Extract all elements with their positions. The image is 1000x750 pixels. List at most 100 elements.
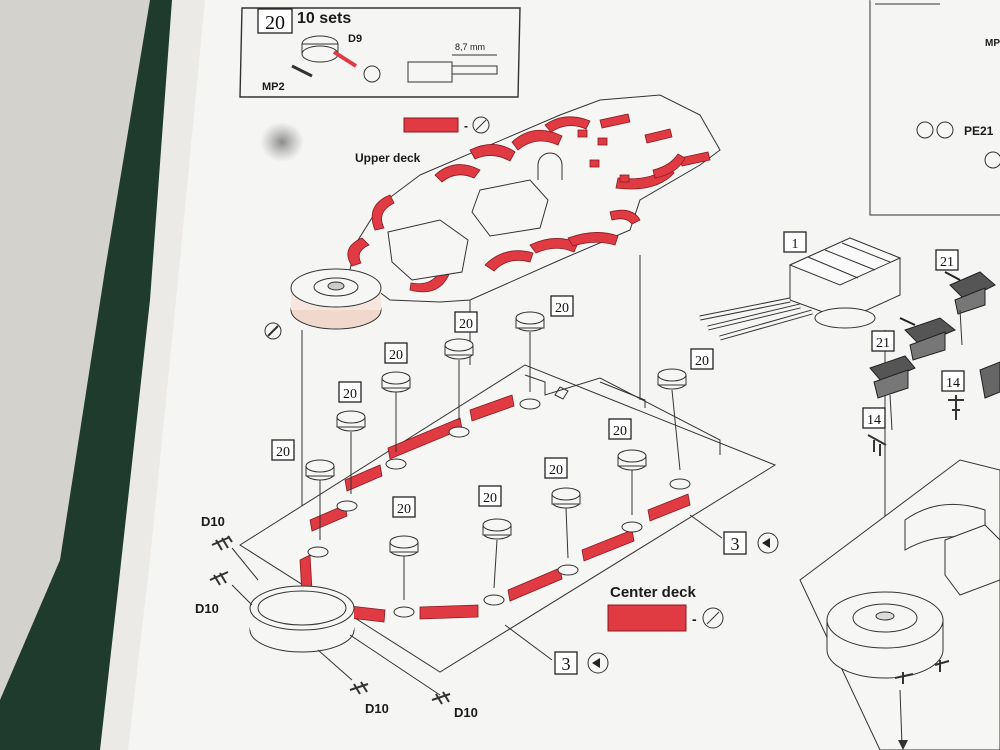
circle-icon-c: [984, 151, 1000, 169]
callout-box: [392, 496, 416, 518]
red-segment: [599, 113, 631, 129]
center-deck-plate: [239, 364, 777, 673]
gun-mount: [515, 311, 545, 410]
red-segment: [577, 129, 588, 138]
upper-deck-label: Upper deck: [355, 151, 421, 165]
red-rail: [647, 493, 691, 522]
right-panel-border: [869, 0, 1000, 216]
right-pe-label: PE21: [964, 124, 994, 138]
callout-box: [271, 439, 295, 461]
callout-box: [544, 457, 568, 479]
red-segment: [529, 238, 579, 254]
mp2-pin: [291, 64, 313, 78]
gun-mount: [305, 459, 335, 558]
red-rail: [419, 604, 479, 620]
glue-legend-swatch: [403, 117, 459, 133]
red-segment: [567, 232, 619, 247]
measure-label: 8,7 mm: [455, 42, 485, 52]
callout-21: 21: [876, 336, 890, 351]
callout-20: 20: [613, 424, 627, 439]
callout-box: [454, 311, 478, 333]
gun-mount: [617, 449, 647, 533]
d10-part: [431, 691, 451, 705]
circle-icon-b: [936, 121, 954, 139]
callout-3: 3: [731, 534, 740, 554]
callout-box: [871, 330, 895, 352]
gun-mounts: [305, 311, 691, 618]
callout-box: [862, 407, 886, 429]
d10-label: D10: [365, 701, 389, 716]
red-segment: [511, 129, 563, 151]
gun-mount: [657, 368, 691, 490]
mp2-label: MP2: [262, 81, 285, 93]
callout-20: 20: [276, 445, 290, 460]
callout-3: 3: [562, 654, 571, 674]
d10-part: [209, 571, 229, 586]
red-segment: [619, 174, 630, 183]
aa-gun: [899, 317, 956, 361]
small-gun-part: [948, 395, 964, 420]
aa-gun: [979, 361, 1000, 399]
callout-14: 14: [867, 413, 881, 428]
right-mp-label: MP: [985, 38, 1000, 49]
d9-red-rod: [332, 50, 358, 68]
callout-20: 20: [343, 387, 357, 402]
cut-piece: [407, 61, 453, 83]
gun-mount: [444, 338, 474, 438]
red-rail: [469, 394, 515, 422]
red-segment: [589, 159, 600, 168]
red-rail: [507, 567, 563, 602]
d10-part: [211, 535, 233, 551]
aa-gun: [944, 271, 996, 315]
red-rail: [309, 504, 348, 532]
red-segment: [609, 209, 641, 225]
aa-gun: [869, 355, 916, 399]
gun-mount: [482, 518, 512, 606]
callout-20: 20: [695, 354, 709, 369]
step-number-box: [257, 8, 293, 34]
callout-14: 14: [946, 376, 960, 391]
callout-20: 20: [459, 317, 473, 332]
circle-icon-a: [916, 121, 934, 139]
red-segment: [597, 137, 608, 146]
gun-mount: [336, 410, 366, 512]
d10-label: D10: [201, 514, 225, 529]
callout-20: 20: [549, 463, 563, 478]
callout-20: 20: [483, 491, 497, 506]
callout-20: 20: [397, 502, 411, 517]
callout-box: [338, 381, 362, 403]
glue-legend-dash: -: [464, 119, 468, 133]
center-deck-label: Center deck: [610, 584, 697, 601]
gun-mount: [381, 371, 411, 470]
d10-label: D10: [454, 705, 478, 720]
d9-label: D9: [348, 33, 362, 45]
red-segment: [484, 250, 534, 272]
red-segment: [371, 194, 395, 231]
gun-mount: [389, 535, 419, 618]
d10-part: [349, 681, 369, 695]
callout-box: [941, 370, 965, 392]
callout-1: 1: [792, 237, 799, 252]
sets-label: 10 sets: [297, 10, 351, 27]
upper-superstructure: [471, 179, 549, 237]
callout-box: [690, 348, 714, 370]
center-glue-dash: -: [692, 611, 697, 627]
callout-box: [550, 295, 574, 317]
callout-box: [935, 249, 959, 271]
small-gun-part: [867, 434, 887, 456]
smudge-mark: [260, 122, 304, 162]
red-segment: [544, 116, 591, 133]
callout-21: 21: [940, 255, 954, 270]
upper-deck-red-pieces: [347, 113, 711, 293]
callout-20: 20: [389, 348, 403, 363]
d10-label: D10: [195, 601, 219, 616]
callout-20: 20: [555, 301, 569, 316]
center-deck-red-rails: [299, 394, 691, 623]
red-segment: [347, 237, 370, 267]
step-inset-box: [239, 7, 521, 98]
red-rail: [344, 464, 383, 492]
red-segment: [434, 164, 481, 183]
callout-box: [384, 342, 408, 364]
